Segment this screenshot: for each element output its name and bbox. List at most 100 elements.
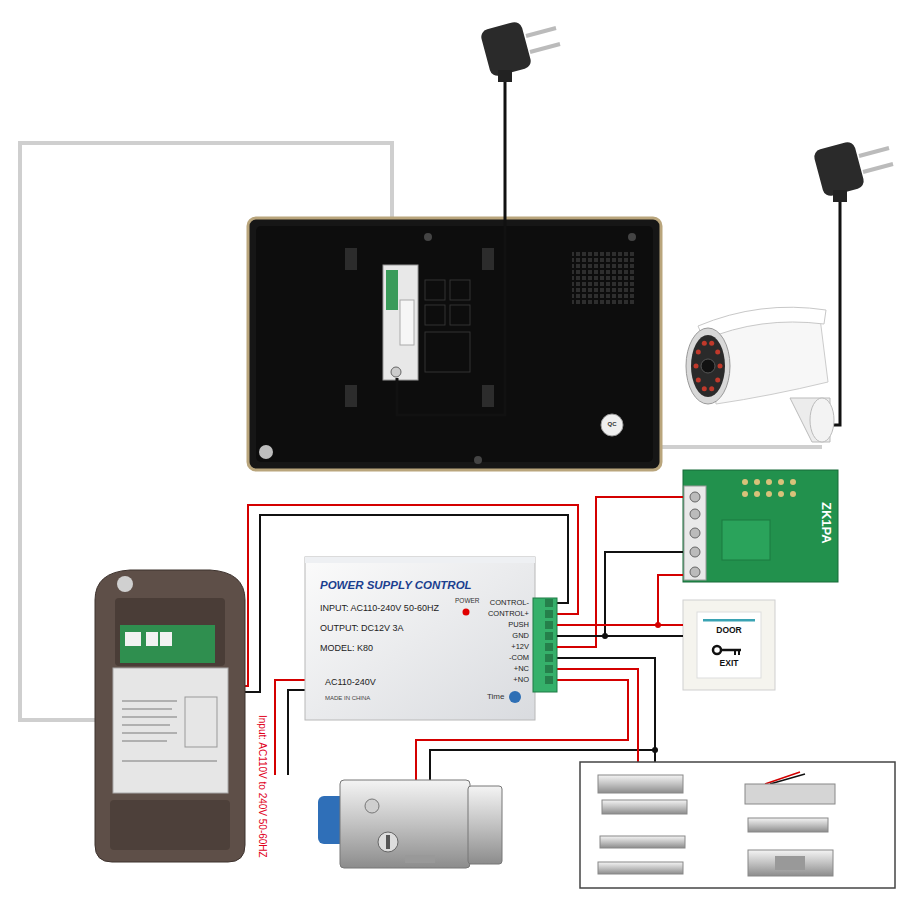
adapter-prong bbox=[863, 164, 893, 172]
terminal-block bbox=[533, 598, 557, 692]
armature-plate bbox=[748, 818, 828, 832]
sticker-print bbox=[122, 708, 172, 710]
board-connector bbox=[146, 632, 158, 646]
key-cylinder bbox=[378, 832, 398, 852]
lock-lead bbox=[770, 774, 805, 784]
sticker-print bbox=[122, 740, 167, 742]
terminal-screw bbox=[690, 492, 700, 502]
adapter-tail bbox=[498, 70, 512, 82]
button-recess bbox=[425, 280, 445, 300]
solder-pad bbox=[766, 479, 772, 485]
key-slot bbox=[386, 835, 390, 849]
relay-pcb bbox=[683, 470, 838, 582]
terminal-label: -COM bbox=[509, 654, 529, 662]
ir-led bbox=[718, 364, 723, 369]
ir-led bbox=[715, 349, 720, 354]
timer-knob bbox=[509, 691, 521, 703]
origin-label: MADE IN CHINA bbox=[325, 695, 370, 702]
terminal-screw bbox=[545, 665, 553, 673]
speaker-vent bbox=[572, 250, 634, 305]
screw bbox=[628, 233, 636, 241]
red-wire bbox=[557, 669, 638, 762]
terminal-screw bbox=[690, 509, 700, 519]
qc-sticker bbox=[601, 414, 623, 436]
relay-board: ZK1PA bbox=[683, 470, 838, 582]
power-jack bbox=[391, 367, 401, 377]
magnetic-lock bbox=[745, 784, 835, 804]
connector-plug bbox=[386, 270, 398, 310]
exit-button: DOOREXIT bbox=[683, 600, 775, 690]
ir-led bbox=[709, 341, 714, 346]
board-connector bbox=[160, 632, 172, 646]
electric-lock bbox=[318, 780, 502, 868]
key-icon bbox=[713, 646, 721, 654]
monitor-back bbox=[256, 226, 653, 462]
solder-pad bbox=[742, 491, 748, 497]
spec-text: INPUT: AC110-240V 50-60HZ bbox=[320, 604, 439, 614]
indoor-monitor bbox=[248, 218, 661, 470]
solder-pad bbox=[778, 491, 784, 497]
ir-led bbox=[715, 378, 720, 383]
sticker-keypad bbox=[185, 697, 217, 747]
connector-plug bbox=[400, 300, 414, 345]
bolt-lock bbox=[598, 775, 683, 793]
button-recess bbox=[425, 332, 470, 372]
mount-slot bbox=[482, 385, 494, 407]
camera-front bbox=[686, 328, 730, 404]
terminal-screw bbox=[545, 599, 553, 607]
button-plate bbox=[683, 600, 775, 690]
power-supply-box: POWER SUPPLY CONTROL INPUT: AC110-240V 50… bbox=[305, 557, 557, 720]
power-led bbox=[463, 609, 470, 616]
terminal-screw bbox=[690, 528, 700, 538]
terminal-screw bbox=[690, 567, 700, 577]
solder-pad bbox=[790, 491, 796, 497]
info-sticker bbox=[113, 668, 228, 793]
lock-lead bbox=[765, 772, 800, 784]
indicator-label: POWER bbox=[455, 597, 480, 604]
outdoor-housing bbox=[95, 570, 245, 862]
terminal-label: +12V bbox=[511, 643, 529, 651]
sticker-print bbox=[122, 700, 177, 702]
key-icon bbox=[734, 650, 736, 655]
ir-led bbox=[696, 378, 701, 383]
board-model: ZK1PA bbox=[819, 502, 833, 544]
strike-plate bbox=[598, 862, 683, 874]
terminal-screw bbox=[545, 676, 553, 684]
mount-slot bbox=[482, 248, 494, 270]
screw bbox=[474, 456, 482, 464]
outdoor-unit bbox=[95, 570, 245, 862]
wire-connector bbox=[557, 635, 683, 637]
product-title: POWER SUPPLY CONTROL bbox=[320, 579, 472, 592]
strike-plate bbox=[600, 836, 685, 848]
adapter-tail bbox=[833, 190, 847, 202]
mount-slot bbox=[345, 248, 357, 270]
solder-pad bbox=[790, 479, 796, 485]
button-stripe bbox=[703, 619, 755, 622]
input-label: AC110-240V bbox=[325, 678, 376, 688]
psu-lid-edge bbox=[305, 557, 535, 563]
ir-led bbox=[696, 349, 701, 354]
ir-led bbox=[702, 341, 707, 346]
camera-face bbox=[691, 335, 725, 397]
ir-led bbox=[709, 386, 714, 391]
solder-pad bbox=[754, 491, 760, 497]
solder-pad bbox=[766, 491, 772, 497]
power-cable bbox=[397, 80, 505, 415]
lock-options bbox=[580, 762, 895, 888]
terminal-screw bbox=[545, 621, 553, 629]
red-wire bbox=[275, 680, 305, 775]
wire-connector bbox=[557, 624, 683, 626]
brand-plate bbox=[405, 855, 435, 863]
ac-input-wires bbox=[275, 680, 305, 775]
terminal-screw bbox=[690, 547, 700, 557]
wire-connector bbox=[557, 575, 683, 625]
lock-latch bbox=[468, 786, 502, 864]
lock-button bbox=[365, 799, 379, 813]
adapter-prong bbox=[859, 148, 889, 156]
ir-led bbox=[694, 364, 699, 369]
camera-lens bbox=[701, 359, 715, 373]
strike-keeper bbox=[775, 856, 805, 870]
adapter-body bbox=[480, 20, 533, 77]
